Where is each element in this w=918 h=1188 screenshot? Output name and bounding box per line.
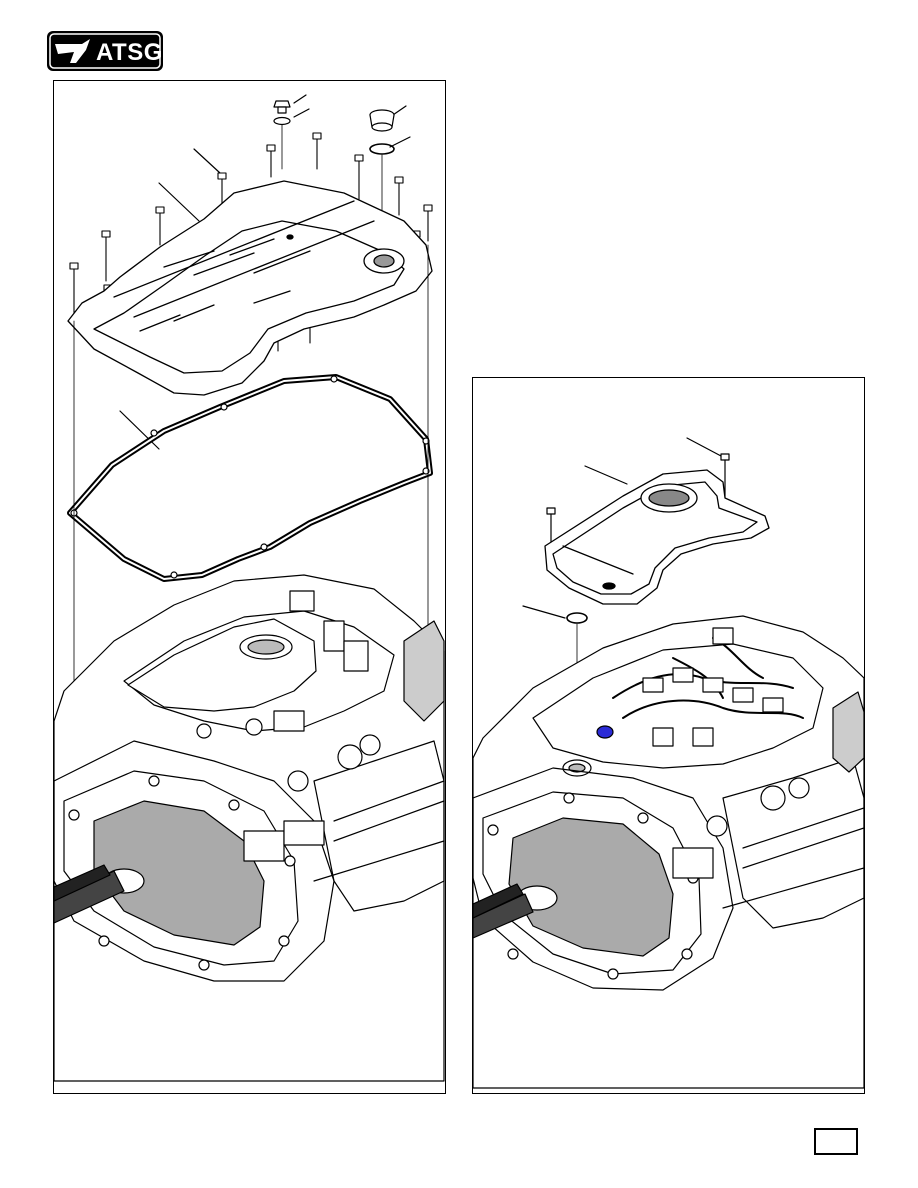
transmission-case-valve-body — [473, 615, 864, 1089]
logo-text: ATSG — [96, 39, 163, 66]
drain-plug-small — [273, 100, 291, 126]
fill-plug — [369, 109, 395, 155]
atsg-logo: ATSG — [46, 30, 164, 72]
highlighted-solenoid — [596, 725, 614, 739]
oil-pan — [67, 180, 433, 396]
page-number-box — [814, 1128, 858, 1155]
exploded-filter-diagram — [473, 437, 864, 1089]
filter-o-ring — [566, 612, 588, 624]
pan-gasket — [67, 374, 433, 582]
transmission-filter — [544, 469, 770, 605]
right-figure-panel — [472, 377, 865, 1094]
left-figure-panel — [53, 80, 446, 1094]
leader-line — [293, 94, 307, 104]
exploded-pan-gasket-diagram — [54, 94, 445, 1082]
transmission-case — [54, 574, 445, 1082]
